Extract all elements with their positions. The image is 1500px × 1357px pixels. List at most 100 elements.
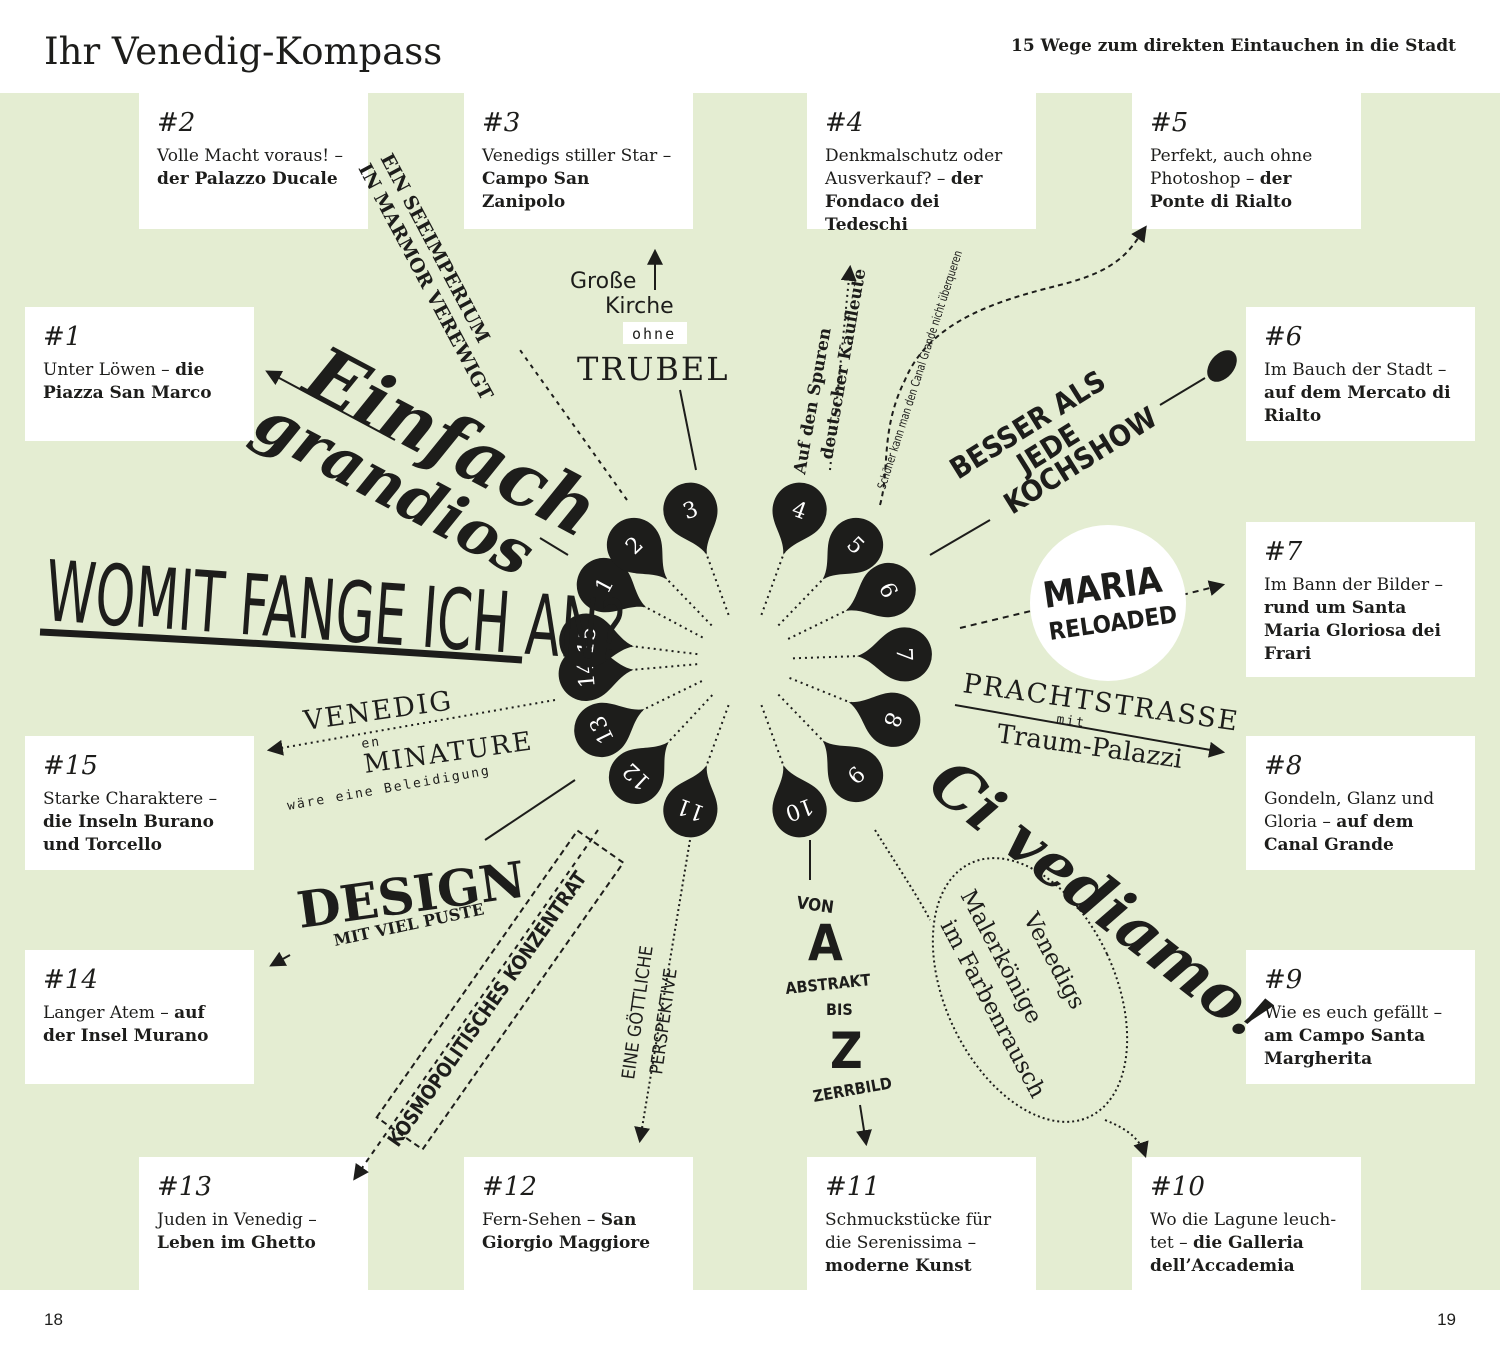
bis-label: BIS	[826, 1000, 853, 1019]
card-bold: rund um Santa Maria Gloriosa dei Frari	[1264, 598, 1441, 664]
pin-9[interactable]: 9	[803, 722, 894, 813]
card-bold: moderne Kunst	[825, 1256, 972, 1276]
card-number: #14	[43, 965, 98, 995]
card-bold: die Inseln Burano und Torcello	[43, 812, 214, 855]
compass-ray	[777, 693, 830, 748]
pin-2[interactable]: 2	[596, 507, 687, 598]
ohne-box	[623, 322, 687, 344]
pin-5[interactable]: 5	[803, 507, 894, 598]
card-number: #11	[825, 1172, 880, 1202]
compass-ray	[777, 572, 830, 627]
ohne-label: ohne	[632, 325, 676, 343]
compass-ray	[662, 694, 713, 749]
pin-shape	[663, 482, 718, 555]
pin-shape	[574, 702, 645, 758]
compass-ray	[787, 606, 854, 640]
headline: WOMIT FANGE ICH AN?	[43, 542, 628, 680]
compass-ray	[703, 704, 730, 774]
pin-shape	[822, 740, 884, 803]
pin-8[interactable]: 8	[839, 677, 929, 755]
page-number-left: 18	[44, 1310, 63, 1329]
card-number: #6	[1264, 322, 1303, 352]
pin-shape	[845, 562, 916, 618]
pin-number: 15	[574, 625, 602, 656]
pin-13[interactable]: 13	[565, 685, 656, 766]
card-number: #10	[1150, 1172, 1205, 1202]
card-text: Volle Macht voraus! –	[157, 146, 344, 166]
background-panel	[0, 93, 1500, 1290]
card-number: #3	[482, 108, 521, 138]
compass-ray	[660, 572, 713, 627]
compass-ray	[703, 546, 730, 616]
card-number: #5	[1150, 108, 1189, 138]
traum-label: Traum-Palazzi	[995, 719, 1184, 775]
card-text: Schmuckstücke für die Serenissima –	[825, 1210, 992, 1253]
card-bold: auf der Insel Murano	[43, 1003, 209, 1046]
a-label: A	[808, 914, 843, 972]
card-text: Wo die Lagune leuch-tet –	[1150, 1210, 1337, 1253]
card-bold: Leben im Ghetto	[157, 1233, 316, 1253]
pin-11[interactable]: 11	[656, 756, 732, 845]
pin-shape	[848, 692, 921, 747]
card-text: Langer Atem –	[43, 1003, 175, 1023]
pin-shape	[608, 741, 669, 805]
compass-ray	[792, 654, 865, 660]
card-text: Im Bauch der Stadt –	[1264, 360, 1447, 380]
pin-15[interactable]: 15	[556, 610, 637, 673]
card-bold: die Galleria dell’Accademia	[1150, 1233, 1304, 1276]
pin-10[interactable]: 10	[758, 756, 834, 845]
pin-4[interactable]: 4	[758, 475, 834, 564]
card-6[interactable]: #6 Im Bauch der Stadt – auf dem Mercato d…	[1246, 307, 1475, 441]
card-bold: Campo San Zanipolo	[482, 169, 590, 212]
pin-12[interactable]: 12	[598, 723, 689, 815]
card-text: Gondeln, Glanz und Gloria –	[1264, 789, 1435, 832]
card-number: #2	[157, 108, 196, 138]
pin-shape	[822, 517, 884, 580]
compass-ray	[760, 704, 787, 774]
maler-ellipse	[931, 857, 1129, 1123]
card-text: Unter Löwen –	[43, 360, 176, 380]
compass-ray	[638, 602, 704, 639]
card-10[interactable]: #10 Wo die Lagune leuch-tet – die Galleri…	[1132, 1157, 1361, 1290]
card-bold: San Giorgio Maggiore	[482, 1210, 651, 1253]
compass-ray	[636, 680, 703, 714]
card-number: #4	[825, 108, 864, 138]
z-label: Z	[830, 1022, 863, 1080]
compass-ray	[625, 663, 698, 672]
pin-shape	[772, 765, 827, 838]
card-bold: der Fondaco dei Tedeschi	[825, 169, 983, 235]
pin-shape	[856, 627, 932, 682]
connector-lines	[265, 225, 1226, 1181]
pin-7[interactable]: 7	[856, 626, 933, 683]
headline-underline	[39, 628, 523, 664]
pin-number: 7	[891, 647, 916, 662]
card-number: #12	[482, 1172, 537, 1202]
card-text: Im Bann der Bilder –	[1264, 575, 1443, 595]
card-bold: auf dem Mercato di Rialto	[1264, 383, 1451, 426]
pin-shape	[559, 613, 634, 668]
abstrakt-label: ABSTRAKT	[784, 970, 871, 998]
pin-1[interactable]: 1	[567, 548, 659, 631]
compass-rays	[625, 546, 865, 774]
card-number: #1	[43, 322, 82, 352]
card-number: #13	[157, 1172, 212, 1202]
pin-6[interactable]: 6	[834, 554, 925, 635]
grosse-label: Große	[570, 269, 636, 294]
pin-3[interactable]: 3	[656, 475, 732, 564]
card-text: Wie es euch gefällt –	[1264, 1003, 1443, 1023]
